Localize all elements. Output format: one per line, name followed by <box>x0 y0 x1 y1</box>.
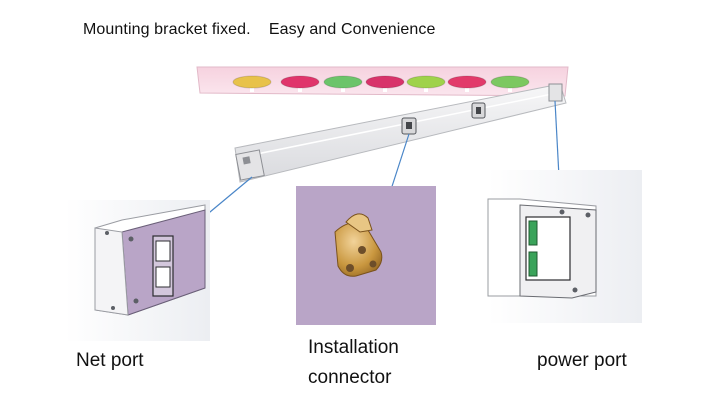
led-lens <box>447 75 487 89</box>
power-port-label: power port <box>537 350 627 371</box>
led-lens <box>490 75 530 89</box>
power-port-detail <box>487 170 642 323</box>
led-lenses <box>232 75 530 92</box>
led-lens <box>280 75 320 89</box>
net-port-detail <box>65 200 210 341</box>
led-lens <box>365 75 405 89</box>
installation-connector-label-line1: Installation <box>308 337 399 358</box>
led-lens <box>323 75 363 89</box>
led-lens <box>232 75 272 89</box>
aluminum-bar <box>234 83 567 183</box>
net-port-label: Net port <box>76 350 144 371</box>
led-strip <box>196 66 569 97</box>
led-lens <box>406 75 446 89</box>
installation-connector-detail <box>296 186 436 325</box>
headline-text: Mounting bracket fixed. Easy and Conveni… <box>83 21 436 38</box>
installation-connector-label-line2: connector <box>308 367 392 388</box>
installation-connector-label: Installation connector <box>308 333 399 393</box>
